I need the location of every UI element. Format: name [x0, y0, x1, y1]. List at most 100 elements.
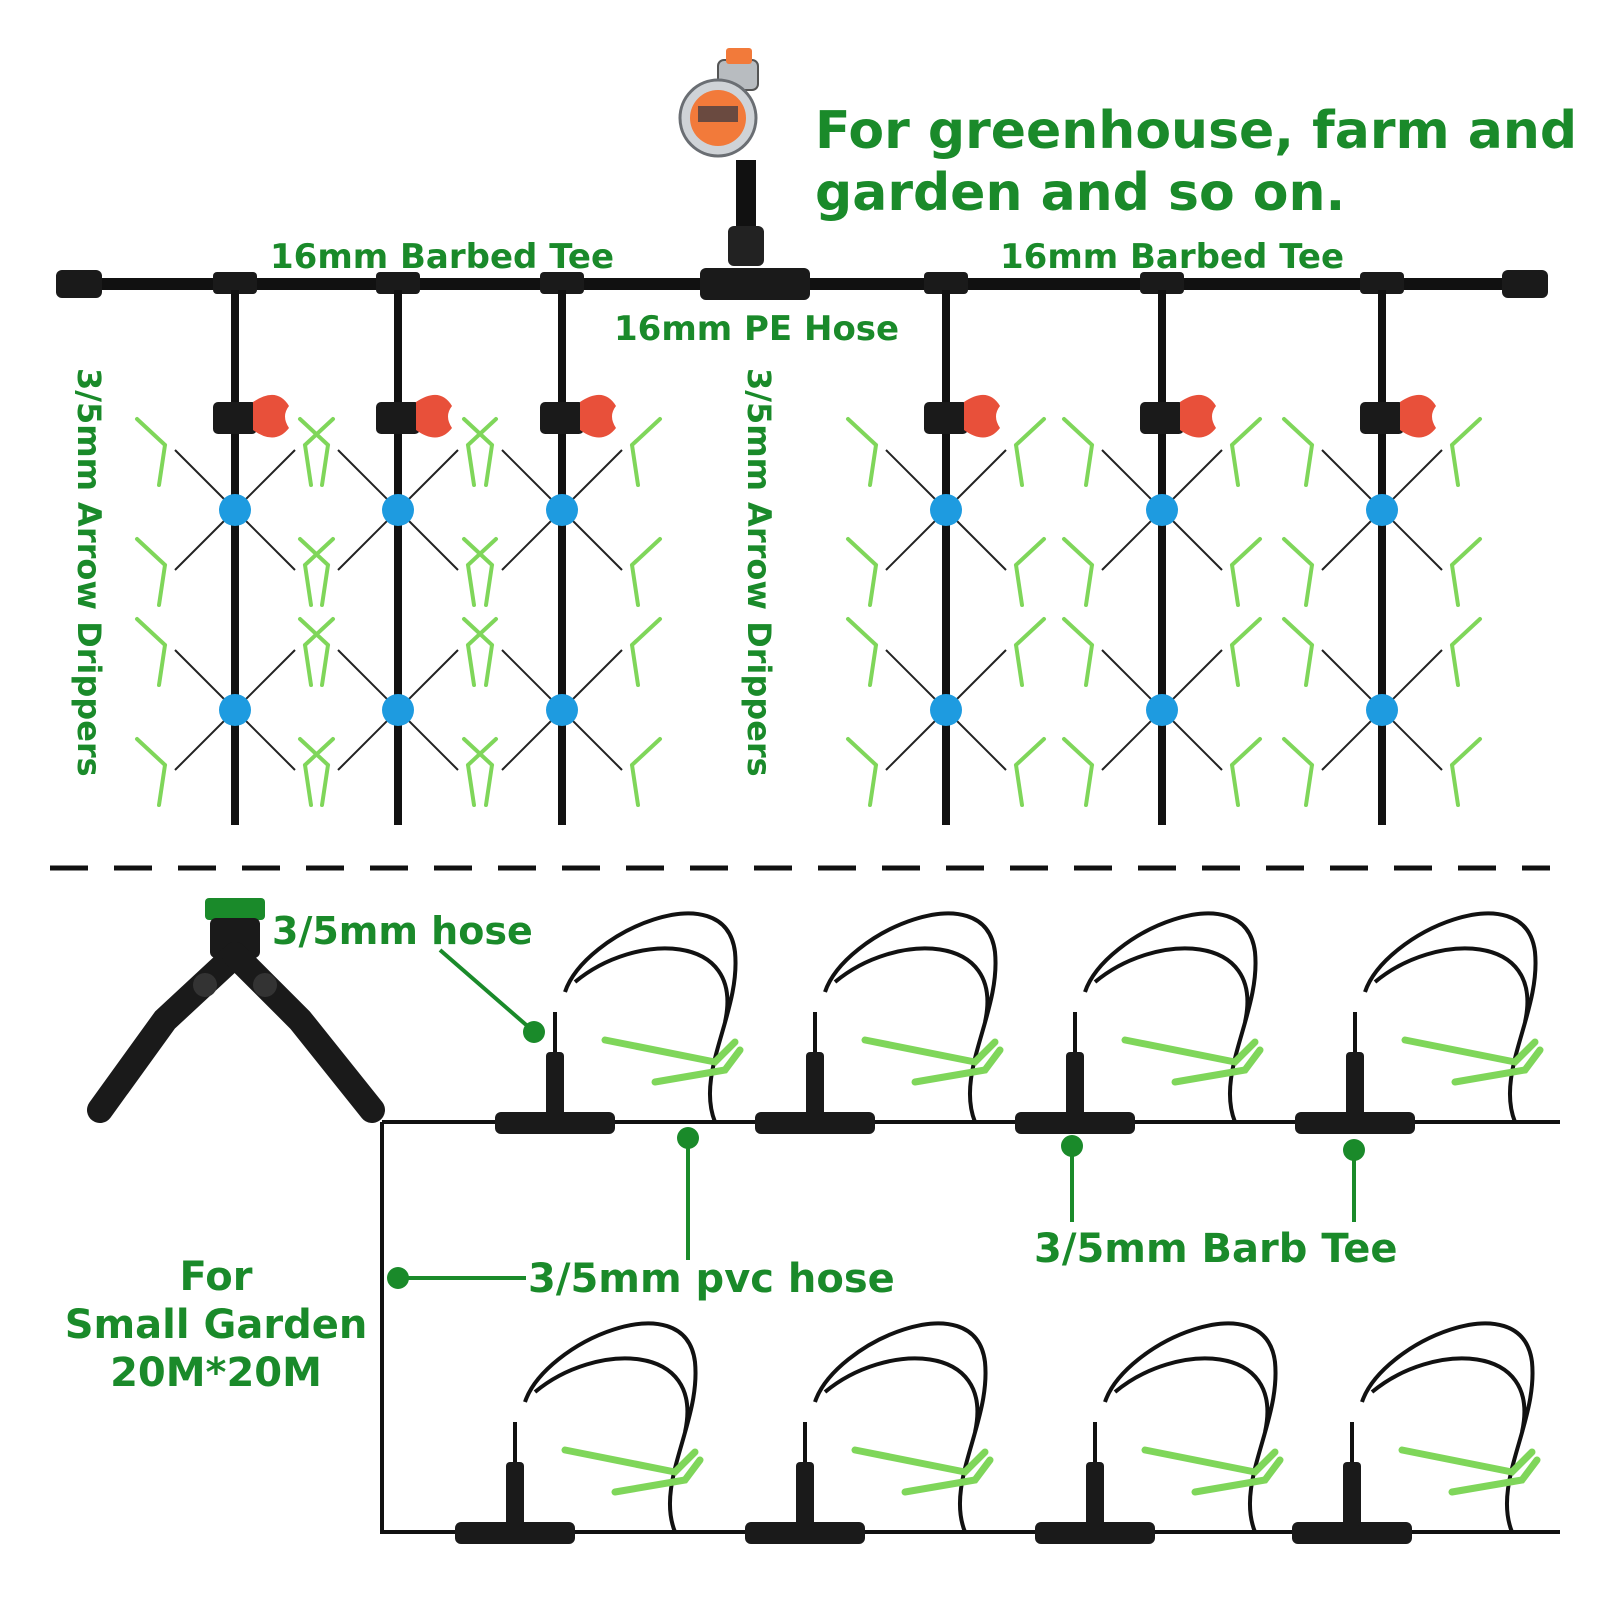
barb-tee [1035, 1522, 1155, 1544]
drippers-right-label: 3/5mm Arrow Drippers [740, 368, 778, 777]
arrow-dripper [298, 617, 330, 687]
coiled-hose [1103, 1321, 1278, 1533]
barbed-tee [540, 272, 584, 294]
four-way-connector [382, 694, 414, 726]
pvc-hose-label: 3/5mm pvc hose [528, 1256, 895, 1302]
arrow-dripper [1062, 737, 1094, 807]
barbed-tee [1140, 272, 1184, 294]
barb-tee-label: 3/5mm Barb Tee [1034, 1226, 1398, 1272]
branch-column [135, 272, 335, 825]
arrow-dripper [1141, 1446, 1279, 1476]
barb-tee [495, 1112, 615, 1134]
arrow-dripper [135, 737, 167, 807]
valve-body [540, 402, 584, 434]
branch-column [462, 272, 662, 825]
barb-tee [1295, 1112, 1415, 1134]
arrow-dripper [298, 737, 330, 807]
branch-column [1282, 272, 1482, 825]
barb-tee [745, 1522, 865, 1544]
four-way-connector [219, 694, 251, 726]
arrow-dripper [303, 737, 335, 807]
four-way-connector [546, 494, 578, 526]
arrow-dripper [1230, 537, 1262, 607]
barbed-tee [924, 272, 968, 294]
emitter-assembly [745, 1321, 994, 1544]
emitter-assembly [1292, 1321, 1541, 1544]
arrow-dripper [1398, 1446, 1536, 1476]
valve-handle [416, 394, 452, 438]
hose-label: 3/5mm hose [272, 909, 533, 953]
arrow-dripper [1282, 617, 1314, 687]
arrow-dripper [1282, 537, 1314, 607]
four-way-connector [930, 694, 962, 726]
arrow-dripper [901, 1456, 994, 1496]
coiled-hose [813, 1321, 988, 1533]
timer-device [678, 48, 764, 266]
branch-column [846, 272, 1046, 825]
branch-pipe [942, 290, 950, 825]
arrow-dripper [135, 417, 167, 487]
pvc-hose-callout [387, 1127, 699, 1289]
arrow-dripper [1230, 417, 1262, 487]
barb-tee-stem [806, 1052, 824, 1116]
arrow-dripper [466, 737, 498, 807]
arrow-dripper [466, 417, 498, 487]
arrow-dripper [303, 537, 335, 607]
four-way-connector [1146, 494, 1178, 526]
arrow-dripper [846, 617, 878, 687]
four-way-connector [930, 494, 962, 526]
drippers-left-label: 3/5mm Arrow Drippers [70, 368, 108, 777]
valve-handle [1180, 394, 1216, 438]
arrow-dripper [1014, 537, 1046, 607]
emitter-assembly [455, 1321, 704, 1544]
headline-line1: For greenhouse, farm and [815, 101, 1577, 161]
arrow-dripper [1450, 417, 1482, 487]
coiled-hose [1363, 911, 1538, 1123]
arrow-dripper [462, 617, 494, 687]
branch-column [1062, 272, 1262, 825]
barbed-tee-right-label: 16mm Barbed Tee [1000, 237, 1344, 277]
arrow-dripper [1230, 737, 1262, 807]
pe-hose-label: 16mm PE Hose [614, 309, 899, 349]
arrow-dripper [651, 1046, 744, 1086]
arrow-dripper [846, 417, 878, 487]
arrow-dripper [1062, 537, 1094, 607]
garden-label-line1: For [180, 1254, 253, 1300]
arrow-dripper [1014, 737, 1046, 807]
barbed-tee [376, 272, 420, 294]
branch-column [298, 272, 498, 825]
valve-body [1140, 402, 1184, 434]
barbed-tee [1360, 272, 1404, 294]
branch-pipe [1378, 290, 1386, 825]
barb-tee [1292, 1522, 1412, 1544]
arrow-dripper [911, 1046, 1004, 1086]
valve-handle [964, 394, 1000, 438]
arrow-dripper [298, 417, 330, 487]
valve-handle [253, 394, 289, 438]
garden-label-line2: Small Garden [65, 1302, 368, 1348]
arrow-dripper [1282, 737, 1314, 807]
arrow-dripper [611, 1456, 704, 1496]
emitter-assembly [1035, 1321, 1284, 1544]
arrow-dripper [462, 537, 494, 607]
arrow-dripper [846, 537, 878, 607]
arrow-dripper [630, 617, 662, 687]
arrow-dripper [466, 537, 498, 607]
emitter-assembly [755, 911, 1004, 1134]
barb-tee-stem [1346, 1052, 1364, 1116]
branch-lines [135, 272, 1482, 825]
four-way-connector [546, 694, 578, 726]
arrow-dripper [561, 1446, 699, 1476]
arrow-dripper [1191, 1456, 1284, 1496]
arrow-dripper [630, 537, 662, 607]
arrow-dripper [630, 417, 662, 487]
arrow-dripper [1451, 1046, 1544, 1086]
barb-tee-stem [506, 1462, 524, 1526]
coiled-hose [823, 911, 998, 1123]
branch-pipe [394, 290, 402, 825]
arrow-dripper [462, 417, 494, 487]
valve-body [1360, 402, 1404, 434]
arrow-dripper [1401, 1036, 1539, 1066]
arrow-dripper [1062, 617, 1094, 687]
